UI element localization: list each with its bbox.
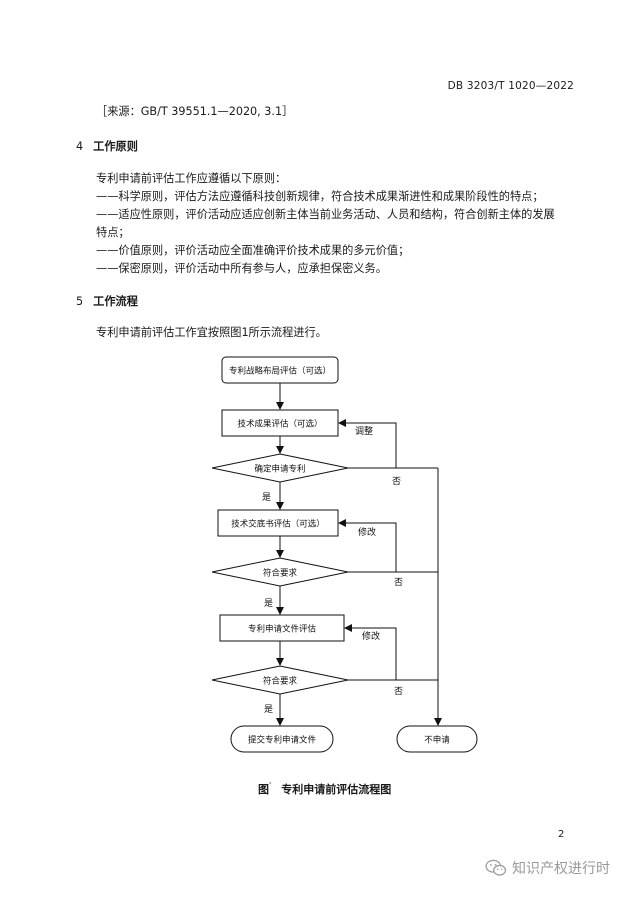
section-4-heading: 4 工作原则	[76, 138, 138, 154]
section-4-intro: 专利申请前评估工作应遵循以下原则：	[96, 170, 286, 187]
box4-label: 专利申请文件评估	[248, 624, 317, 635]
terminal-no-label: 不申请	[424, 735, 450, 746]
no-label: 否	[392, 476, 401, 487]
principle-item: ——价值原则，评价活动应全面准确评价技术成果的多元价值；	[96, 244, 410, 257]
section-5-heading: 5 工作流程	[76, 293, 138, 309]
feedback-modify-arrow	[344, 624, 397, 681]
no-label: 否	[394, 577, 403, 588]
feedback-adjust-arrow	[338, 419, 397, 469]
intro-prefix: 专利申请前	[96, 172, 152, 185]
terminal-submit-label: 提交专利申请文件	[248, 735, 317, 746]
no-label: 否	[394, 686, 403, 697]
section-title: 工作原则	[93, 140, 138, 153]
principle-item: ——保密原则，评价活动中所有参与人，应承担保密义务。	[96, 262, 387, 275]
section-5-intro: 专利申请前评估工作宜按照图1所示流程进行。	[96, 326, 327, 339]
terminal-no-application	[396, 725, 478, 753]
principle-item-continuation: 特点；	[96, 226, 130, 239]
yes-label: 是	[264, 704, 273, 715]
box1-label: 专利战略布局评估（可选）	[229, 366, 331, 377]
watermark: 知识产权进行时	[485, 858, 610, 878]
caption-mark: '	[269, 781, 272, 790]
page-number: 2	[558, 829, 565, 840]
box-disclosure-eval	[217, 509, 339, 537]
intro-text: 评估工作应遵循以下原则：	[151, 172, 287, 185]
feedback-modify-arrow	[338, 519, 397, 573]
section-number: 4	[76, 140, 84, 153]
yes-label: 是	[264, 598, 273, 609]
section-number: 5	[76, 295, 84, 308]
document-id-header: DB 3203/T 1020—2022	[447, 80, 574, 92]
watermark-text: 知识产权进行时	[512, 861, 610, 877]
modify-label: 修改	[362, 630, 380, 642]
yes-label: 是	[262, 492, 271, 503]
source-reference: ［来源：GB/T 39551.1—2020, 3.1］	[96, 105, 294, 118]
box-application-file-eval	[219, 614, 345, 642]
caption-title: 专利申请前评估流程图	[281, 783, 392, 796]
box3-label: 技术交底书评估（可选）	[231, 519, 325, 530]
principle-item: ——适应性原则，评价活动应适应创新主体当前业务活动、人员和结构，符合创新主体的发…	[96, 208, 555, 221]
diamond2-label: 符合要求	[263, 568, 298, 579]
box2-label: 技术成果评估（可选）	[237, 419, 322, 430]
principle-item: ——科学原则，评估方法应遵循科技创新规律，符合技术成果渐进性和成果阶段性的特点；	[96, 190, 544, 203]
diamond1-label: 确定申请专利	[254, 464, 305, 475]
wechat-icon	[485, 859, 507, 876]
adjust-label: 调整	[355, 425, 373, 437]
figure-caption: 图' 专利申请前评估流程图	[258, 781, 391, 797]
diamond3-label: 符合要求	[263, 676, 298, 687]
modify-label: 修改	[358, 526, 376, 538]
terminal-submit-application	[230, 725, 334, 753]
section-title: 工作流程	[93, 295, 138, 308]
caption-prefix: 图	[258, 783, 269, 796]
